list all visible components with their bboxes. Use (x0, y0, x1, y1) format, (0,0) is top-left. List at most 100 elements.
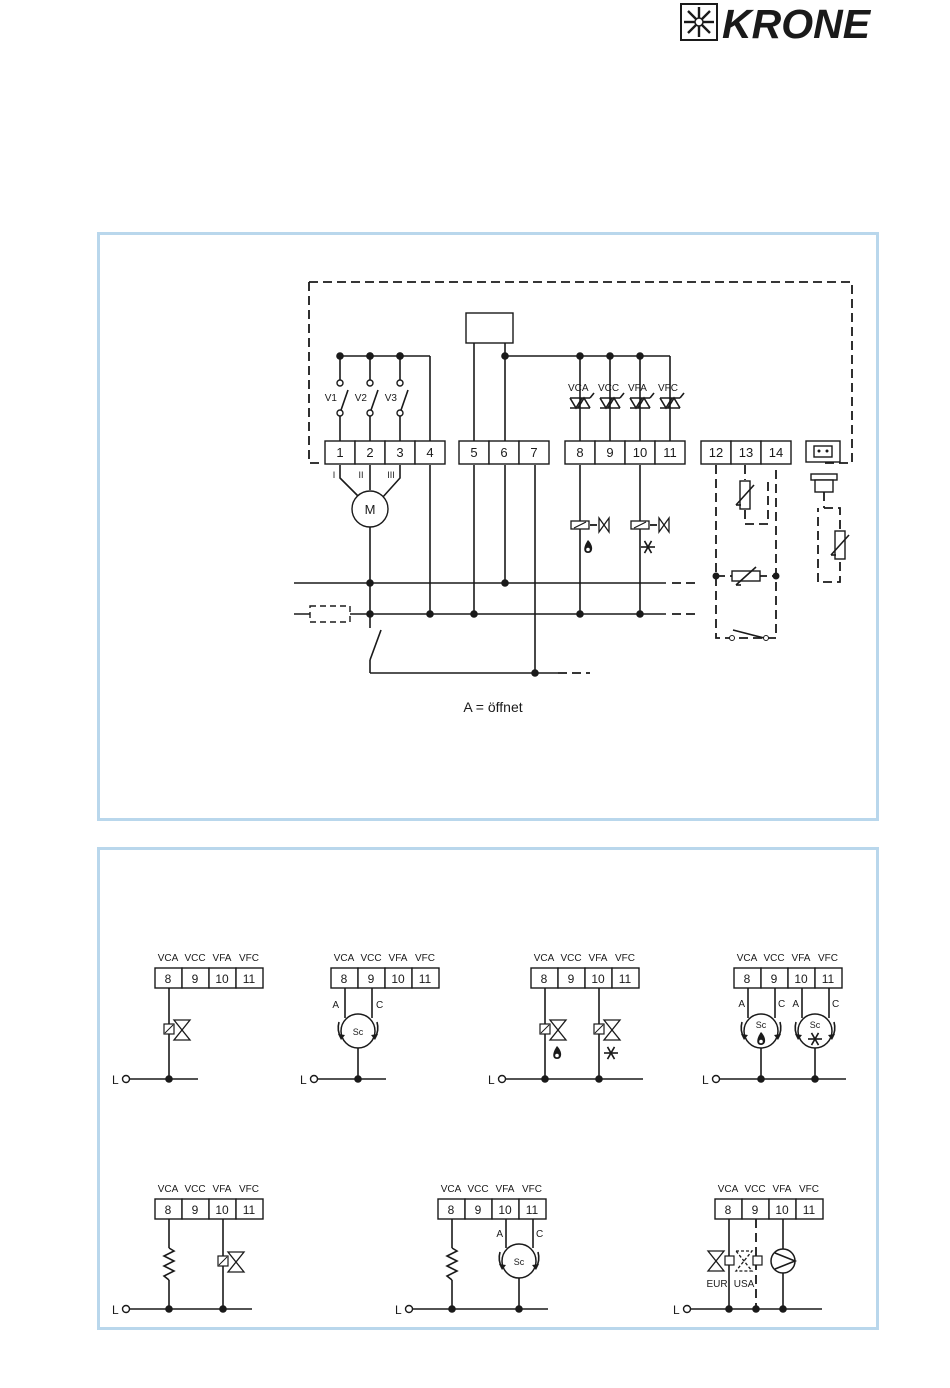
svg-text:4: 4 (426, 445, 433, 460)
svg-text:8: 8 (744, 972, 751, 986)
output-label: VCC (744, 1184, 765, 1195)
output-label: VCA (158, 1184, 179, 1195)
svg-text:10: 10 (215, 972, 229, 986)
svg-text:A: A (738, 999, 745, 1010)
window-contact (729, 629, 769, 641)
svg-text:3: 3 (396, 445, 403, 460)
triac-VFA: VFA (628, 356, 655, 442)
svg-text:11: 11 (419, 972, 432, 986)
line-label: L (112, 1073, 119, 1087)
output-label: VCC (360, 953, 381, 964)
terminal-11: 11 (654, 440, 686, 465)
svg-text:11: 11 (243, 972, 256, 986)
terminal-3: 3 (384, 440, 416, 465)
output-label: VFC (818, 953, 838, 964)
svg-text:VCC: VCC (598, 383, 619, 394)
winding-label: I (333, 470, 336, 480)
svg-text:10: 10 (591, 972, 605, 986)
speed-switch-V2: V2 (355, 352, 379, 442)
brand-name: KRONE (722, 1, 872, 44)
svg-text:12: 12 (709, 445, 723, 460)
svg-text:10: 10 (794, 972, 808, 986)
svg-text:8: 8 (448, 1203, 455, 1217)
display-box (465, 312, 514, 344)
winding-label: III (387, 470, 395, 480)
terminal-12: 12 (700, 440, 732, 465)
output-label: VFC (415, 953, 435, 964)
output-label: VCC (467, 1184, 488, 1195)
svg-text:10: 10 (391, 972, 405, 986)
output-label: VCC (184, 1184, 205, 1195)
speed-switch-V3: V3 (385, 352, 409, 442)
output-label: VFC (522, 1184, 542, 1195)
svg-text:10: 10 (498, 1203, 512, 1217)
svg-text:9: 9 (192, 1203, 199, 1217)
svg-text:10: 10 (775, 1203, 789, 1217)
line-label: L (112, 1303, 119, 1317)
svg-text:9: 9 (368, 972, 375, 986)
terminal-11 (795, 1198, 824, 1220)
line-label: L (300, 1073, 307, 1087)
output-label: VCA (158, 953, 179, 964)
svg-text:13: 13 (739, 445, 753, 460)
close-label: C (376, 1000, 383, 1011)
svg-text:8: 8 (165, 972, 172, 986)
svg-text:11: 11 (619, 972, 632, 986)
open-label: A (332, 1000, 339, 1011)
svg-text:C: C (778, 999, 785, 1010)
svg-text:8: 8 (165, 1203, 172, 1217)
terminal-7: 7 (518, 440, 550, 465)
output-label: VFC (239, 1184, 259, 1195)
line-label: L (488, 1073, 495, 1087)
output-label: VFC (239, 953, 259, 964)
svg-text:VFC: VFC (658, 383, 678, 394)
svg-text:14: 14 (769, 445, 783, 460)
triac-VCC: VCC (598, 356, 625, 442)
terminal-2: 2 (354, 440, 386, 465)
krone-logo: KRONE (680, 0, 920, 47)
svg-text:V2: V2 (355, 393, 368, 404)
output-label: VFA (589, 953, 608, 964)
svg-text:9: 9 (771, 972, 778, 986)
terminal-9: 9 (594, 440, 626, 465)
caption-a-opens: A = öffnet (463, 699, 522, 715)
terminal-11 (235, 1198, 264, 1220)
output-label: VFA (389, 953, 408, 964)
svg-text:11: 11 (663, 445, 677, 460)
speed-switch-V1: V1 (325, 352, 349, 442)
triac-VCA: VCA (568, 356, 595, 442)
actuator-label: Sc (810, 1020, 821, 1030)
usa-label: USA (734, 1279, 755, 1290)
terminal-11 (235, 967, 264, 989)
winding-label: II (358, 470, 363, 480)
output-label: VFA (496, 1184, 515, 1195)
svg-text:V1: V1 (325, 393, 338, 404)
output-label: VCA (441, 1184, 462, 1195)
output-label: VCC (184, 953, 205, 964)
svg-text:A: A (496, 1229, 503, 1240)
output-label: VFC (615, 953, 635, 964)
actuator-label: Sc (514, 1257, 525, 1267)
fan-motor: M (339, 465, 401, 614)
svg-text:7: 7 (530, 445, 537, 460)
line-label: L (673, 1303, 680, 1317)
line-label: L (702, 1073, 709, 1087)
eur-label: EUR (706, 1279, 727, 1290)
terminal-10: 10 (624, 440, 656, 465)
output-label: VFA (213, 1184, 232, 1195)
output-label: VFC (799, 1184, 819, 1195)
output-label: VCA (334, 953, 355, 964)
svg-text:10: 10 (633, 445, 647, 460)
svg-text:VFA: VFA (628, 383, 647, 394)
terminal-8: 8 (564, 440, 596, 465)
svg-text:9: 9 (752, 1203, 759, 1217)
output-label: VFA (213, 953, 232, 964)
